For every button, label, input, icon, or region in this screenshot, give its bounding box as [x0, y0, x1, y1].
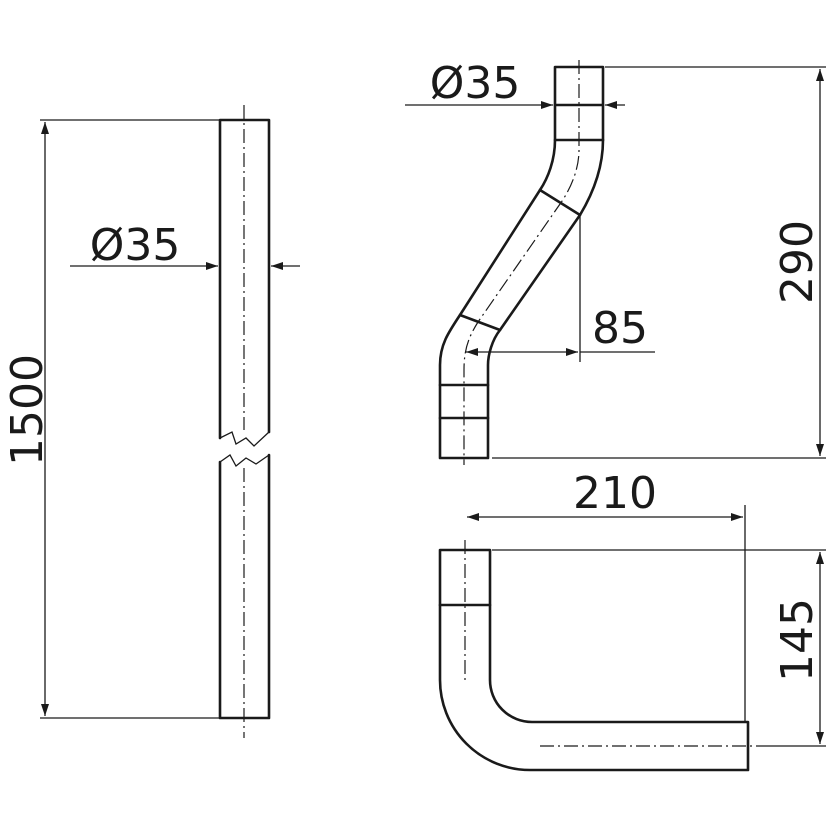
dimension-s-height: 290 [492, 66, 826, 459]
dimension-elbow-width: 210 [467, 468, 746, 722]
s-pipe [438, 60, 605, 465]
straight-pipe [218, 105, 271, 738]
length-label: 1500 [2, 354, 53, 466]
elbow-pipe [438, 540, 760, 772]
s-height-label: 290 [772, 220, 823, 304]
s-offset-label: 85 [592, 303, 648, 354]
dimension-diameter-left: Ø35 [70, 220, 300, 271]
dimension-s-offset: 85 [466, 215, 655, 362]
elbow-height-label: 145 [772, 598, 823, 682]
dimension-s-diameter: Ø35 [405, 58, 625, 109]
dimension-length: 1500 [2, 119, 220, 719]
dimension-elbow-height: 145 [492, 549, 826, 747]
diameter-label: Ø35 [90, 220, 181, 271]
elbow-width-label: 210 [573, 468, 657, 519]
s-diameter-label: Ø35 [430, 58, 521, 109]
